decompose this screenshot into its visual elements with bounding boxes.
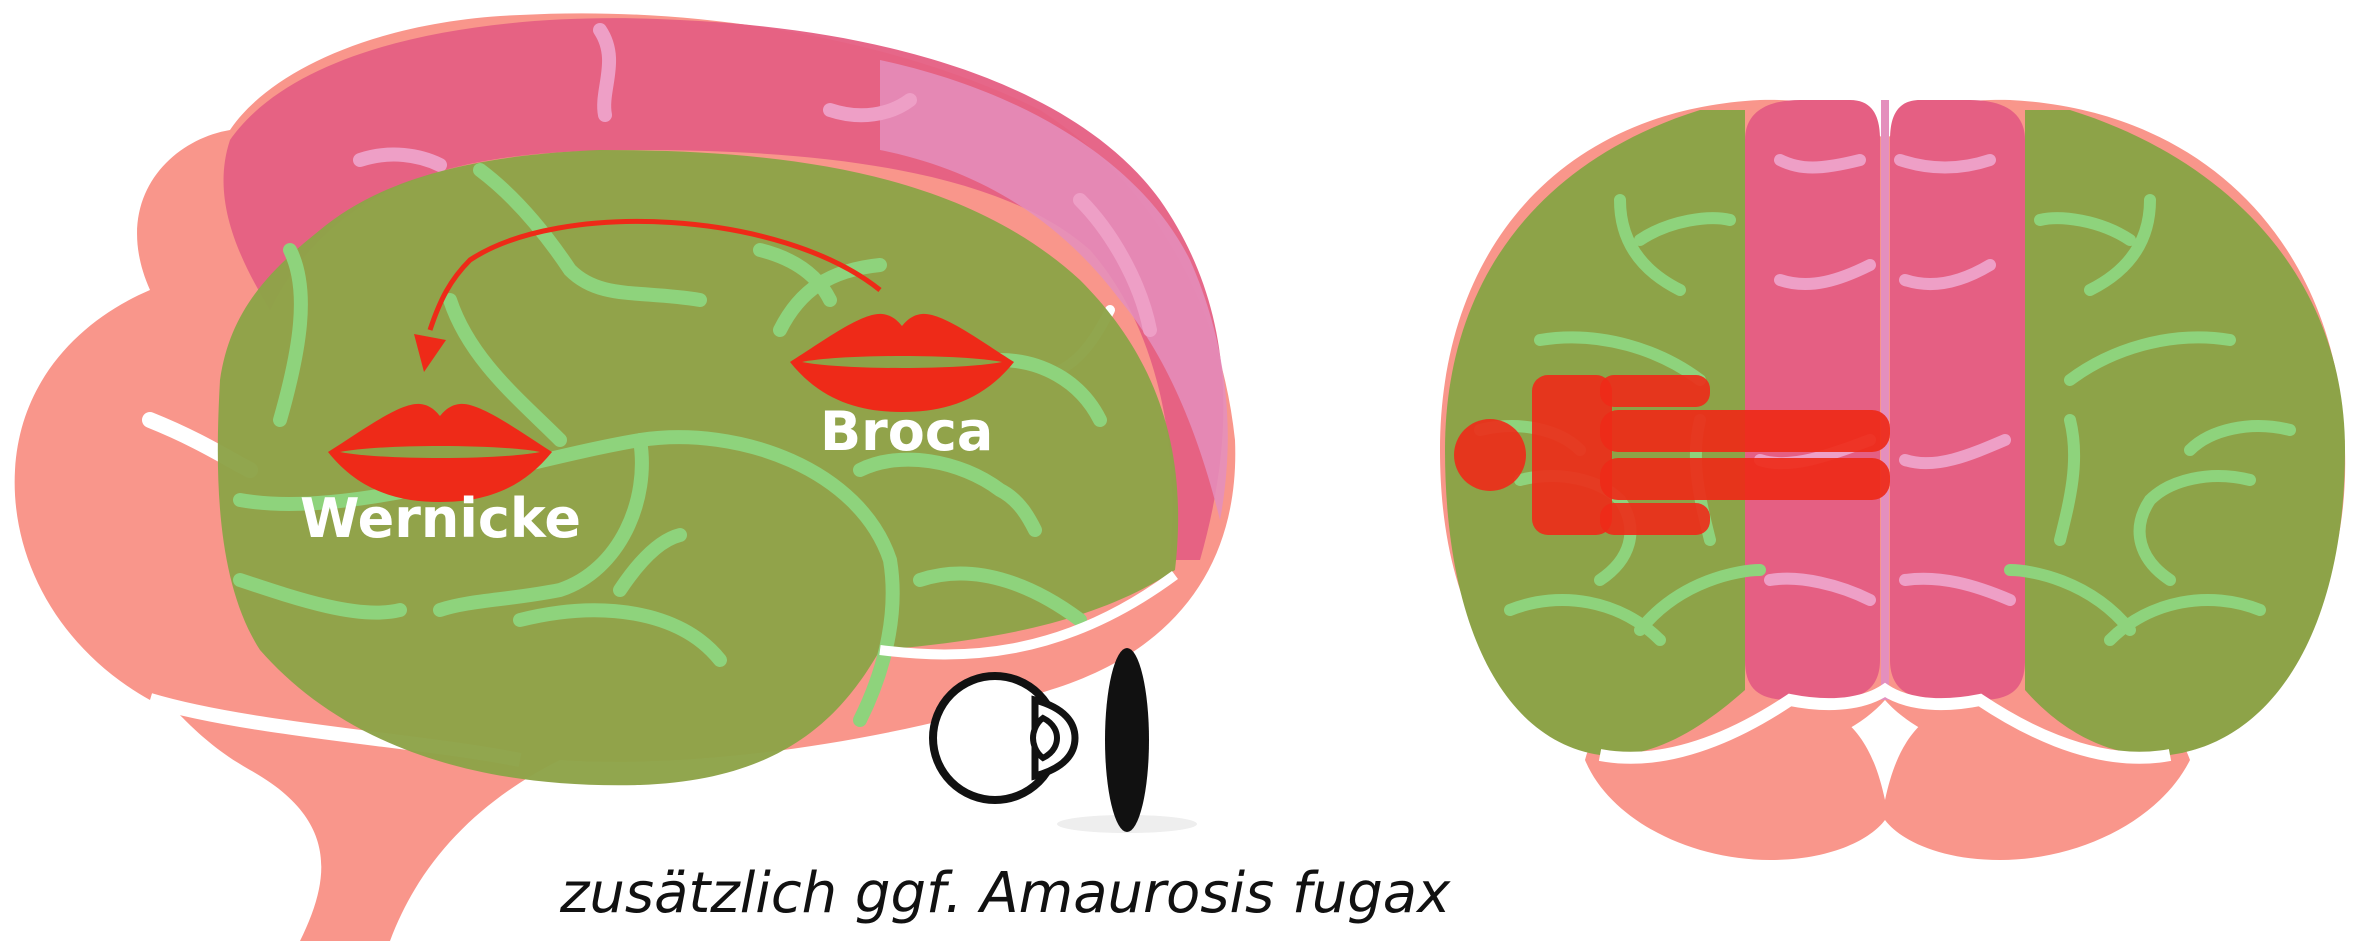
broca-label: Broca: [820, 400, 993, 463]
motor-sulcus-1: [600, 30, 609, 115]
wernicke-label: Wernicke: [300, 487, 581, 550]
midline: [1881, 100, 1889, 700]
right-motor-strip: [1890, 100, 2025, 700]
lateral-brain-view: Wernicke Broca: [15, 13, 1236, 941]
top-brain-view: [1440, 100, 2345, 860]
eye-icon: [933, 676, 1075, 800]
caption: zusätzlich ggf. Amaurosis fugax: [559, 861, 1451, 926]
lens-blackout-icon: [1105, 648, 1149, 832]
left-motor-strip: [1745, 100, 1880, 700]
